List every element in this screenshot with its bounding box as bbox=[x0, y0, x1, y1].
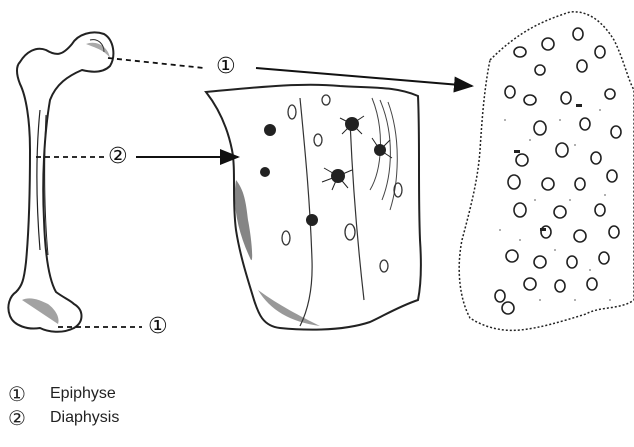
epiphysis-top-arrow bbox=[256, 68, 472, 86]
epiphysis-section bbox=[459, 12, 634, 331]
diaphysis-fragment bbox=[206, 85, 421, 330]
legend-item-diaphysis: ② Diaphysis bbox=[8, 406, 119, 430]
callout-epiphysis-bottom: ① bbox=[148, 316, 168, 338]
epiphysis-top-leader bbox=[108, 58, 204, 68]
legend-label: Epiphyse bbox=[50, 385, 116, 403]
legend: ① Epiphyse ② Diaphysis bbox=[8, 382, 119, 430]
legend-marker: ② bbox=[8, 408, 50, 428]
callout-diaphysis: ② bbox=[108, 146, 128, 168]
legend-label: Diaphysis bbox=[50, 409, 119, 427]
callout-epiphysis-top: ① bbox=[216, 56, 236, 78]
femur-drawing bbox=[8, 32, 113, 331]
legend-marker: ① bbox=[8, 384, 50, 404]
legend-item-epiphyse: ① Epiphyse bbox=[8, 382, 119, 406]
